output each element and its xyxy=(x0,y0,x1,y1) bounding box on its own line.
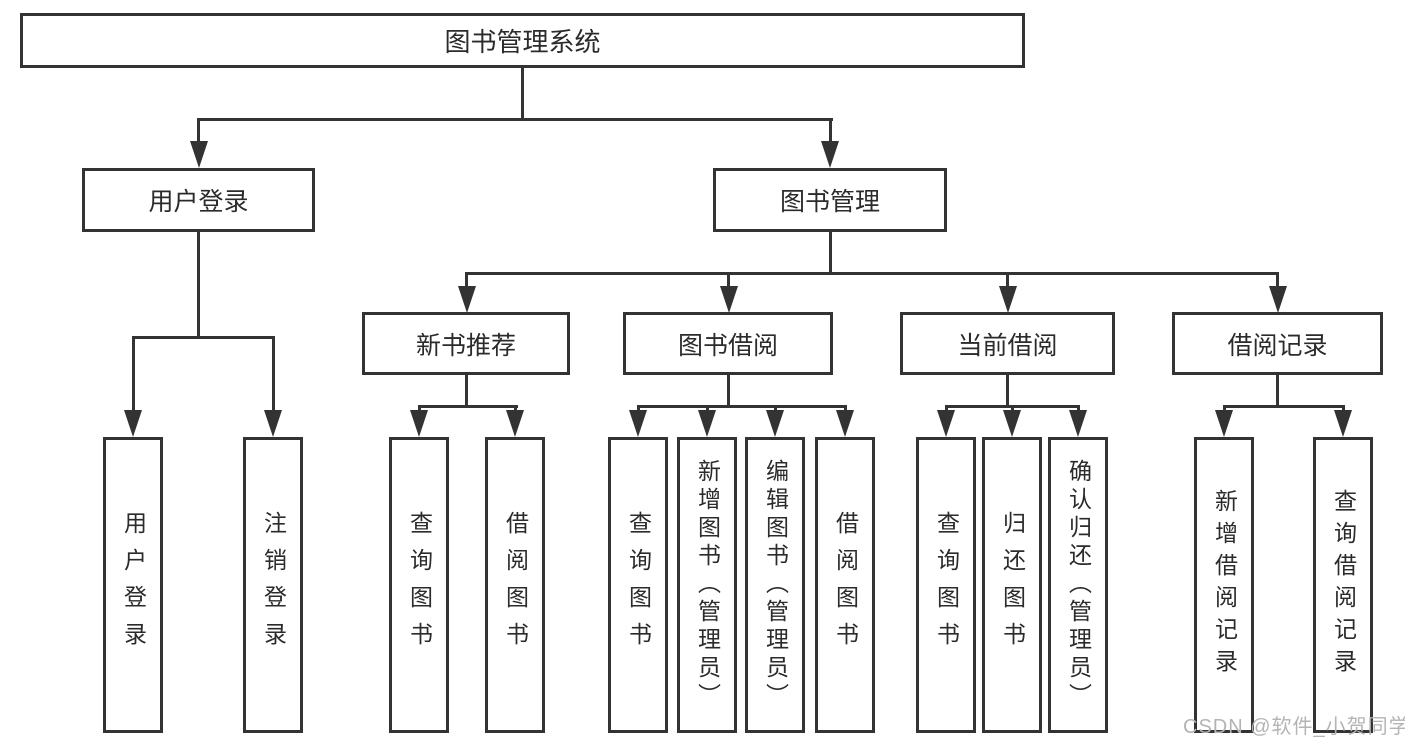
leaf-query-books: 查询图书 xyxy=(608,437,668,733)
arrowhead-down-icon xyxy=(190,141,208,168)
arrowhead-down-icon xyxy=(264,410,282,437)
leaf-return-books: 归还图书 xyxy=(982,437,1042,733)
leaf-borrow-books: 借阅图书 xyxy=(485,437,545,733)
node-user-login: 用户登录 xyxy=(82,168,315,232)
arrowhead-down-icon xyxy=(698,410,716,437)
leaf-query-books: 查询图书 xyxy=(389,437,449,733)
connector-line xyxy=(272,336,275,414)
node-label: 图书管理系统 xyxy=(444,27,601,57)
arrowhead-down-icon xyxy=(821,141,839,168)
node-current-borrow: 当前借阅 xyxy=(900,312,1115,375)
leaf-edit-books-admin: 编辑图书（管理员） xyxy=(745,437,805,733)
connector-line xyxy=(465,272,1279,275)
node-label: 当前借阅 xyxy=(957,331,1058,360)
connector-line xyxy=(1223,405,1345,408)
arrowhead-down-icon xyxy=(999,286,1017,313)
arrowhead-down-icon xyxy=(124,410,142,437)
arrowhead-down-icon xyxy=(1069,410,1087,437)
node-label: 新增借阅记录 xyxy=(1211,489,1238,681)
connector-line xyxy=(727,272,730,290)
connector-line xyxy=(1276,272,1279,290)
connector-line xyxy=(829,232,832,275)
connector-line xyxy=(197,118,833,121)
connector-line xyxy=(521,68,524,118)
connector-line xyxy=(197,118,200,146)
node-label: 确认归还（管理员） xyxy=(1065,459,1092,711)
connector-line xyxy=(1006,375,1009,408)
leaf-add-books-admin: 新增图书（管理员） xyxy=(677,437,737,733)
node-book-management: 图书管理 xyxy=(713,168,947,232)
leaf-confirm-return-admin: 确认归还（管理员） xyxy=(1048,437,1108,733)
arrowhead-down-icon xyxy=(1269,286,1287,313)
node-label: 新书推荐 xyxy=(415,331,516,360)
connector-line xyxy=(1006,272,1009,290)
node-label: 注销登录 xyxy=(260,511,287,659)
node-book-borrow: 图书借阅 xyxy=(623,312,833,375)
node-label: 借阅图书 xyxy=(832,511,859,659)
node-label: 查询图书 xyxy=(625,511,652,659)
arrowhead-down-icon xyxy=(720,286,738,313)
node-label: 新增图书（管理员） xyxy=(694,459,721,711)
arrowhead-down-icon xyxy=(1334,410,1352,437)
node-borrow-records: 借阅记录 xyxy=(1172,312,1383,375)
connector-line xyxy=(829,118,832,146)
leaf-logout: 注销登录 xyxy=(243,437,303,733)
node-label: 用户登录 xyxy=(148,188,249,216)
connector-line xyxy=(132,336,135,414)
connector-line xyxy=(727,375,730,408)
connector-line xyxy=(418,405,518,408)
connector-line xyxy=(637,405,847,408)
connector-line xyxy=(465,272,468,290)
leaf-user-login: 用户登录 xyxy=(103,437,163,733)
arrowhead-down-icon xyxy=(629,410,647,437)
arrowhead-down-icon xyxy=(766,410,784,437)
arrowhead-down-icon xyxy=(937,410,955,437)
arrowhead-down-icon xyxy=(1003,410,1021,437)
node-label: 用户登录 xyxy=(120,511,147,659)
node-new-book-recommend: 新书推荐 xyxy=(362,312,570,375)
leaf-add-borrow-record: 新增借阅记录 xyxy=(1194,437,1254,733)
node-label: 归还图书 xyxy=(999,511,1026,659)
arrowhead-down-icon xyxy=(458,286,476,313)
watermark: CSDN @软件_小贺同学 xyxy=(1183,716,1405,738)
node-label: 图书管理 xyxy=(779,188,880,216)
connector-line xyxy=(1276,375,1279,408)
node-label: 编辑图书（管理员） xyxy=(762,459,789,711)
connector-line xyxy=(465,375,468,408)
node-label: 借阅记录 xyxy=(1227,331,1328,360)
leaf-query-borrow-record: 查询借阅记录 xyxy=(1313,437,1373,733)
connector-line xyxy=(197,232,200,339)
node-label: 借阅图书 xyxy=(502,511,529,659)
node-label: 查询图书 xyxy=(406,511,433,659)
leaf-query-books: 查询图书 xyxy=(916,437,976,733)
arrowhead-down-icon xyxy=(506,410,524,437)
connector-line xyxy=(132,336,275,339)
arrowhead-down-icon xyxy=(410,410,428,437)
node-label: 查询借阅记录 xyxy=(1330,489,1357,681)
arrowhead-down-icon xyxy=(1215,410,1233,437)
node-library-management-system: 图书管理系统 xyxy=(20,13,1025,68)
leaf-borrow-books: 借阅图书 xyxy=(815,437,875,733)
node-label: 查询图书 xyxy=(933,511,960,659)
node-label: 图书借阅 xyxy=(677,331,778,360)
arrowhead-down-icon xyxy=(836,410,854,437)
